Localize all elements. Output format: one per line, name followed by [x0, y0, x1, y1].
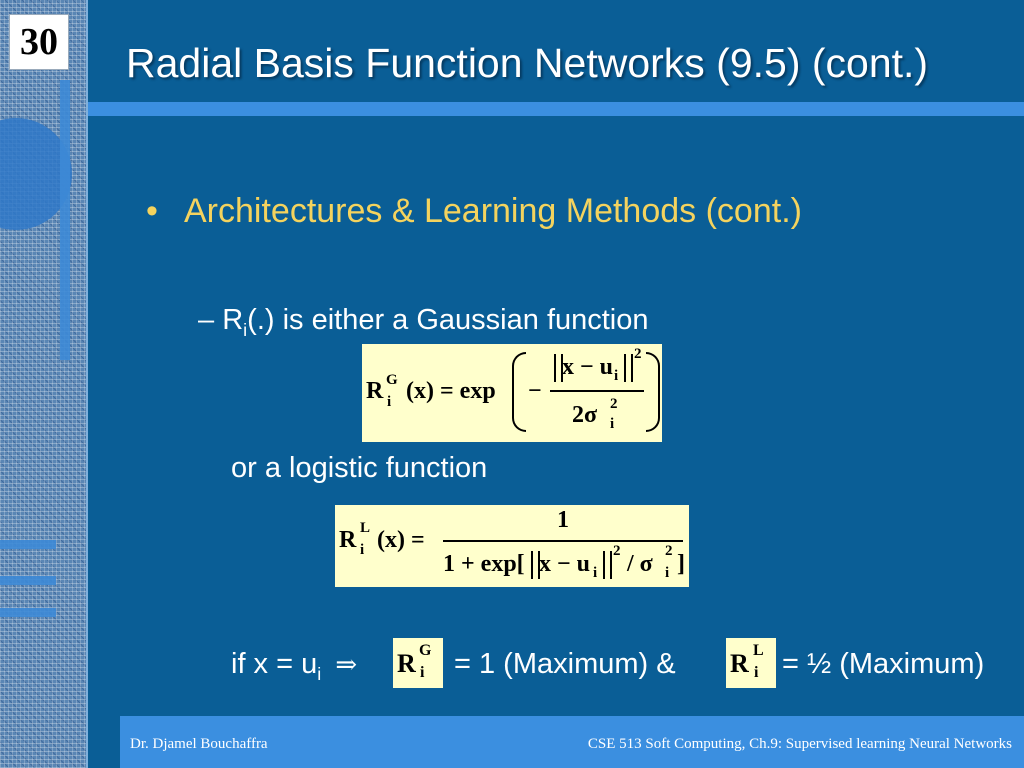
logistic-lhs-arg: (x) =: [377, 527, 425, 553]
norm-left-bars: [531, 551, 540, 579]
strip-edge-line: [86, 0, 88, 768]
gaussian-minus: −: [528, 378, 542, 404]
footer-course: CSE 513 Soft Computing, Ch.9: Supervised…: [587, 736, 1012, 752]
rl-r: R: [730, 649, 749, 678]
dash-marker: –: [198, 304, 215, 336]
logistic-denominator-d: ]: [677, 551, 685, 577]
gaussian-lhs-r: R: [366, 378, 384, 404]
gaussian-formula: R G i (x) = exp − x − u i 2 2σ 2 i: [362, 344, 662, 442]
title-underline-bar: [88, 102, 1024, 116]
logistic-denominator-c-sub: i: [665, 565, 670, 581]
gaussian-numerator-sup: 2: [634, 346, 642, 362]
gaussian-numerator: x − u: [562, 354, 614, 380]
result-gaussian: = 1 (Maximum) &: [454, 648, 676, 680]
logistic-lhs-r: R: [339, 527, 357, 553]
rl-symbol-box: R L i: [726, 638, 776, 688]
gaussian-numerator-sub: i: [614, 368, 619, 384]
logistic-denominator-a: 1 + exp[: [443, 551, 525, 577]
logistic-denominator-b-sub: i: [593, 565, 598, 581]
decorative-horizontal-bar: [0, 540, 56, 549]
rg-r: R: [397, 649, 416, 678]
logistic-fraction-bar: [443, 540, 683, 542]
gaussian-denominator-sup: 2: [610, 396, 618, 412]
implies-arrow: ⇒: [335, 650, 358, 680]
gaussian-lhs-arg: (x) = exp: [406, 378, 496, 404]
slide-title: Radial Basis Function Networks (9.5) (co…: [126, 40, 929, 86]
gaussian-fraction-bar: [550, 390, 644, 392]
ri-description: (.) is either a Gaussian function: [247, 304, 649, 336]
left-paren: [512, 352, 526, 432]
condition-prefix: if x = u: [231, 648, 318, 680]
rg-sup: G: [419, 642, 432, 659]
slide-footer: Dr. Djamel Bouchaffra CSE 513 Soft Compu…: [120, 716, 1024, 768]
logistic-formula: R L i (x) = 1 1 + exp[ x − u i 2 / σ 2 i…: [335, 505, 689, 587]
gaussian-lhs-sub: i: [387, 394, 392, 410]
logistic-denominator-b: x − u: [539, 551, 591, 577]
rg-symbol-box: R G i: [393, 638, 443, 688]
logistic-numerator: 1: [557, 507, 569, 533]
norm-left-bars: [554, 354, 563, 382]
decorative-horizontal-bar: [0, 608, 56, 617]
logistic-intro-text: or a logistic function: [231, 452, 488, 484]
norm-right-bars: [624, 354, 633, 382]
footer-author: Dr. Djamel Bouchaffra: [130, 736, 268, 752]
logistic-denominator-c: / σ: [627, 551, 653, 577]
bullet-marker: •: [146, 192, 158, 230]
logistic-lhs-sub: i: [360, 542, 365, 558]
rg-sub: i: [420, 664, 425, 681]
gaussian-denominator: 2σ: [572, 402, 598, 428]
gaussian-lhs-sup: G: [386, 372, 398, 388]
condition-subscript: i: [317, 663, 322, 684]
gaussian-denominator-sub: i: [610, 416, 615, 432]
decorative-horizontal-bar: [0, 576, 56, 585]
ri-symbol: R: [222, 304, 244, 336]
decorative-left-strip: [0, 0, 86, 768]
logistic-denominator-c-sup: 2: [665, 543, 673, 559]
bullet-ri-definition: – Ri(.) is either a Gaussian function: [198, 304, 649, 341]
bullet-architectures: • Architectures & Learning Methods (cont.…: [146, 192, 802, 231]
rl-sup: L: [753, 642, 764, 659]
condition-line: if x = ui ⇒: [231, 648, 357, 685]
result-logistic: = ½ (Maximum): [782, 648, 985, 680]
bullet-text: Architectures & Learning Methods (cont.): [184, 192, 802, 230]
right-paren: [646, 352, 660, 432]
norm-right-bars: [603, 551, 612, 579]
slide-number: 30: [9, 14, 69, 70]
logistic-denominator-b-sup: 2: [613, 543, 621, 559]
ri-subscript: i: [243, 319, 248, 340]
decorative-vertical-bar: [60, 80, 70, 360]
rl-sub: i: [754, 664, 759, 681]
logistic-lhs-sup: L: [360, 520, 371, 536]
